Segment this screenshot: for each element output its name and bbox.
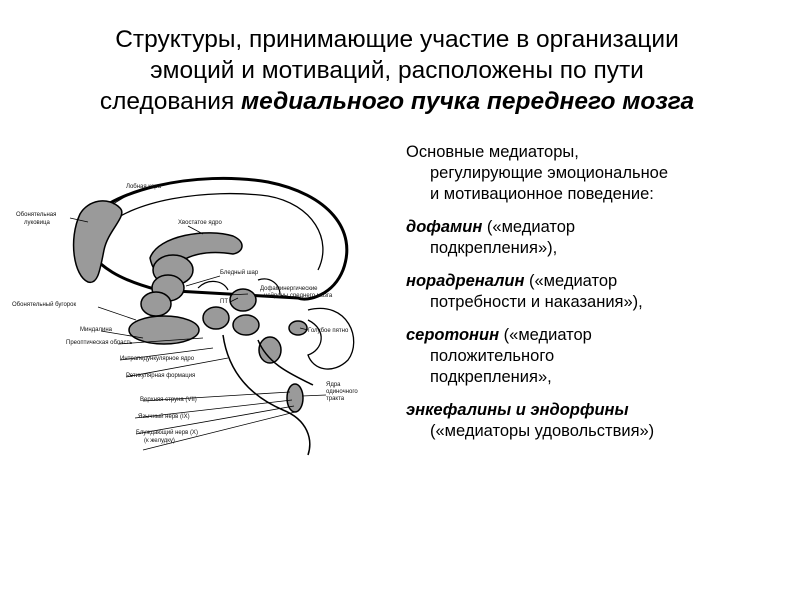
mediator-term: энкефалины и эндорфины (406, 401, 629, 419)
title-line-3-plain: следования (99, 88, 242, 115)
label-olfactory-tubercle: Обонятельный бугорок (12, 301, 76, 308)
mediator-enkephalins: энкефалины и эндорфины («медиаторы удово… (406, 400, 786, 442)
midbrain-blob-3 (258, 336, 282, 364)
title-line-3: следования медиального пучка переднего м… (30, 86, 764, 117)
title-line-2: эмоций и мотиваций, расположены по пути (150, 57, 644, 84)
midbrain-blob-2 (232, 314, 260, 336)
mediator-desc-line-2: («медиаторы удовольствия») (430, 422, 655, 440)
mediator-term: норадреналин (406, 272, 525, 290)
label-vagus-2: (к желудку) (144, 438, 175, 444)
label-vagus: Блуждающий нерв (X) (136, 429, 198, 436)
mediator-desc-line-2: потребности и наказания»), (430, 293, 643, 311)
mediator-desc: («медиатор (482, 218, 576, 236)
label-caudate: Хвостатое ядро (178, 220, 222, 226)
label-dopamine-2: нейроны среднего мозга (264, 292, 333, 299)
cortex-outline (76, 176, 349, 301)
label-nuclei-1: Ядра (326, 382, 341, 388)
label-lingual: Язычный нерв (IX) (138, 413, 190, 420)
title-emphasis: медиального пучка переднего мозга (241, 88, 695, 115)
label-nuclei-2: одиночного (326, 389, 358, 395)
cerebellum-outline (307, 307, 355, 370)
label-olfactory-1: Обонятельная (16, 212, 56, 218)
brain-diagram-svg: Лобная кора Обонятельная луковица Хвоста… (12, 176, 358, 456)
thalamus-outline (197, 278, 281, 296)
label-reticular: Ретикулярная формация (126, 373, 195, 379)
locus-coeruleus-ellipse (288, 320, 308, 336)
mediator-noradrenaline: норадреналин («медиатор потребности и на… (406, 271, 786, 313)
solitary-nucleus-ellipse (286, 383, 304, 413)
label-interpeduncular: Интрапедункулярное ядро (120, 356, 195, 362)
brain-diagram: Лобная кора Обонятельная луковица Хвоста… (8, 170, 398, 460)
intro-line-3: и мотивационное поведение: (430, 185, 654, 203)
mediator-dopamine: дофамин («медиатор подкрепления»), (406, 217, 786, 259)
slide-title: Структуры, принимающие участие в организ… (30, 24, 764, 117)
intro-line-1: Основные медиаторы, (406, 143, 579, 161)
pointer-lines (69, 191, 327, 451)
cortex-inner-line (102, 192, 324, 271)
label-preoptic: Преоптическая область (66, 340, 132, 346)
label-globus-pallidus: Бледный шар (220, 269, 259, 276)
midbrain-blob-1 (202, 306, 230, 330)
mediators-panel: Основные медиаторы, регулирующие эмоцион… (406, 142, 786, 454)
olfactory-bulb-shape (72, 200, 123, 284)
mediator-serotonin: серотонин («медиатор положительного подк… (406, 325, 786, 388)
label-pt: ПТ (220, 299, 228, 305)
label-chorda: Верхняя струна (VII) (140, 397, 197, 403)
mediator-desc-line-3: подкрепления», (430, 368, 552, 386)
label-olfactory-2: луковица (24, 220, 51, 226)
mediator-desc: («медиатор (524, 272, 618, 290)
brainstem-outline (222, 334, 314, 456)
label-nuclei-3: тракта (326, 396, 345, 402)
mediator-term: дофамин (406, 218, 483, 236)
title-line-1: Структуры, принимающие участие в организ… (115, 26, 679, 53)
label-amygdala: Миндалина (80, 327, 113, 333)
mediator-desc-line-2: подкрепления»), (430, 239, 558, 257)
label-frontal-cortex: Лобная кора (126, 184, 162, 190)
mediator-desc: («медиатор (499, 326, 592, 344)
intro-block: Основные медиаторы, регулирующие эмоцион… (406, 142, 786, 205)
mediator-term: серотонин (406, 326, 500, 344)
ventral-striatum-ellipse (140, 291, 172, 317)
mediator-desc-line-2: положительного (430, 347, 555, 365)
label-locus-coeruleus: Голубое пятно (308, 328, 349, 334)
olfactory-tubercle-ellipse (128, 315, 200, 345)
label-dopamine-1: Дофаминергические (260, 286, 318, 292)
intro-line-2: регулирующие эмоциональное (430, 164, 669, 182)
